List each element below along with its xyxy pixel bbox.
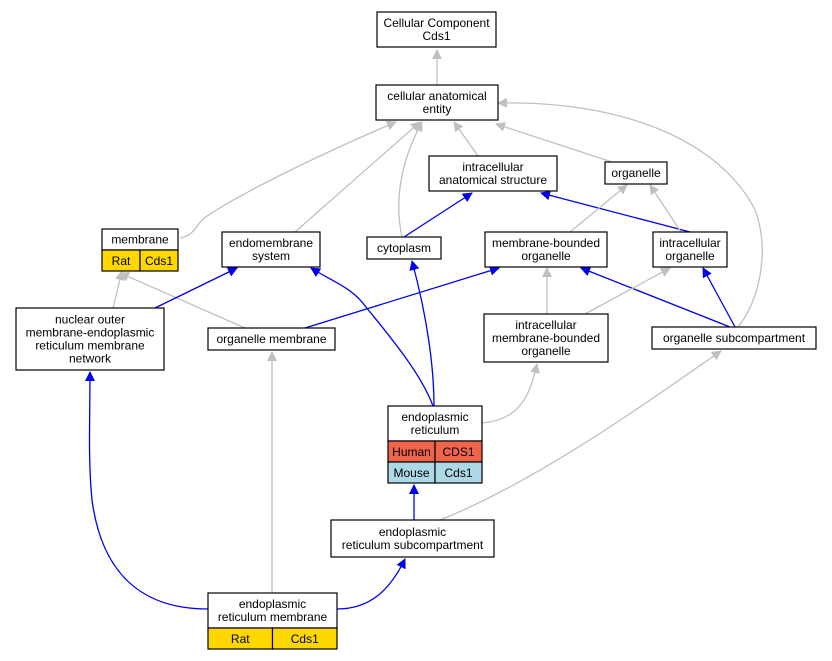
edge-is-a-organelle-membrane-to-membrane xyxy=(119,272,246,329)
node-label-line: anatomical structure xyxy=(439,173,547,187)
node-label-line: organelle subcompartment xyxy=(663,331,806,345)
node-label-line: intracellular xyxy=(515,318,576,332)
node-organelle[interactable]: organelle xyxy=(604,161,668,185)
species-gene: Cds1 xyxy=(145,254,173,268)
edge-is-a-intracellular-membrane-bounded-organelle-to-intracellular-organelle xyxy=(584,267,671,315)
species-name: Human xyxy=(392,445,431,459)
edge-is-a-nuclear-outer-membrane-to-membrane xyxy=(112,270,125,309)
edge-part-of-intracellular-organelle-to-intracellular-anatomical-structure xyxy=(540,190,691,233)
edge-part-of-er-membrane-to-nuclear-outer-membrane xyxy=(84,371,209,610)
node-label-line: reticulum xyxy=(411,423,460,437)
edge-is-a-endoplasmic-reticulum-to-intracellular-membrane-bounded-organelle xyxy=(481,363,540,424)
node-label-line: organelle xyxy=(611,166,661,180)
edge-part-of-er-membrane-to-er-subcompartment xyxy=(336,558,406,610)
edge-part-of-endoplasmic-reticulum-to-cytoplasm xyxy=(409,260,435,407)
node-label-line: entity xyxy=(423,102,452,116)
species-row-mouse: Mouse Cds1 xyxy=(387,461,483,484)
node-label-line: endoplasmic xyxy=(379,525,446,539)
node-label-line: endoplasmic xyxy=(401,410,468,424)
edge-is-a-cytoplasm-to-cellular-anatomical-entity xyxy=(398,121,423,238)
node-label-line: system xyxy=(252,249,290,263)
species-gene: Cds1 xyxy=(291,632,319,646)
node-nuclear-outer-membrane[interactable]: nuclear outermembrane-endoplasmicreticul… xyxy=(15,307,165,371)
node-label-line: organelle xyxy=(521,249,571,263)
edge-is-a-er-subcompartment-to-organelle-subcompartment xyxy=(439,350,722,521)
node-label-line: network xyxy=(69,352,112,366)
node-label-line: organelle membrane xyxy=(216,332,326,346)
species-name: Mouse xyxy=(393,466,429,480)
edge-part-of-organelle-membrane-to-membrane-bounded-organelle xyxy=(304,265,500,329)
edge-is-a-organelle-to-cellular-anatomical-entity xyxy=(495,122,613,163)
species-name: Rat xyxy=(112,254,131,268)
node-cytoplasm[interactable]: cytoplasm xyxy=(366,236,442,260)
node-label-line: cytoplasm xyxy=(377,241,431,255)
node-label-line: Cds1 xyxy=(422,29,450,43)
node-label-line: membrane-endoplasmic xyxy=(26,326,155,340)
edge-is-a-organelle-subcompartment-to-cellular-anatomical-entity xyxy=(497,97,763,328)
species-row-rat: Rat Cds1 xyxy=(207,627,338,650)
edge-is-a-membrane-bounded-organelle-to-organelle xyxy=(569,184,628,233)
node-label-line: endoplasmic xyxy=(239,597,306,611)
node-label-line: nuclear outer xyxy=(55,313,125,327)
edge-part-of-organelle-subcompartment-to-membrane-bounded-organelle xyxy=(580,266,731,328)
species-name: Rat xyxy=(231,632,250,646)
species-row-rat: Rat Cds1 xyxy=(101,249,179,272)
edge-is-a-intracellular-anatomical-structure-to-cellular-anatomical-entity xyxy=(453,121,479,157)
node-label-line: intracellular xyxy=(659,236,720,250)
node-label-line: organelle xyxy=(665,249,715,263)
species-gene: Cds1 xyxy=(444,466,472,480)
edge-is-a-intracellular-organelle-to-organelle xyxy=(649,184,682,233)
node-label-line: cellular anatomical xyxy=(387,89,486,103)
edge-part-of-organelle-subcompartment-to-intracellular-organelle xyxy=(702,267,736,328)
edge-part-of-cytoplasm-to-intracellular-anatomical-structure xyxy=(403,192,473,238)
node-organelle-membrane[interactable]: organelle membrane xyxy=(207,327,336,351)
edge-is-a-endomembrane-system-to-cellular-anatomical-entity xyxy=(294,121,421,233)
species-gene: CDS1 xyxy=(442,445,474,459)
edge-is-a-membrane-to-cellular-anatomical-entity xyxy=(179,120,397,239)
node-label-line: reticulum membrane xyxy=(218,610,328,624)
node-label-line: endomembrane xyxy=(229,236,313,250)
node-label-line: reticulum subcompartment xyxy=(342,538,484,552)
node-label-line: membrane xyxy=(111,233,169,247)
node-organelle-subcompartment[interactable]: organelle subcompartment xyxy=(651,326,817,350)
edge-part-of-nuclear-outer-membrane-to-endomembrane-system xyxy=(154,267,238,309)
species-row-human: Human CDS1 xyxy=(387,440,483,463)
node-label-line: organelle xyxy=(521,344,571,358)
node-label-line: reticulum membrane xyxy=(35,339,145,353)
node-label-line: membrane-bounded xyxy=(492,236,600,250)
node-label-line: membrane-bounded xyxy=(492,331,600,345)
node-label-line: Cellular Component xyxy=(383,16,490,30)
node-label-line: intracellular xyxy=(462,160,523,174)
